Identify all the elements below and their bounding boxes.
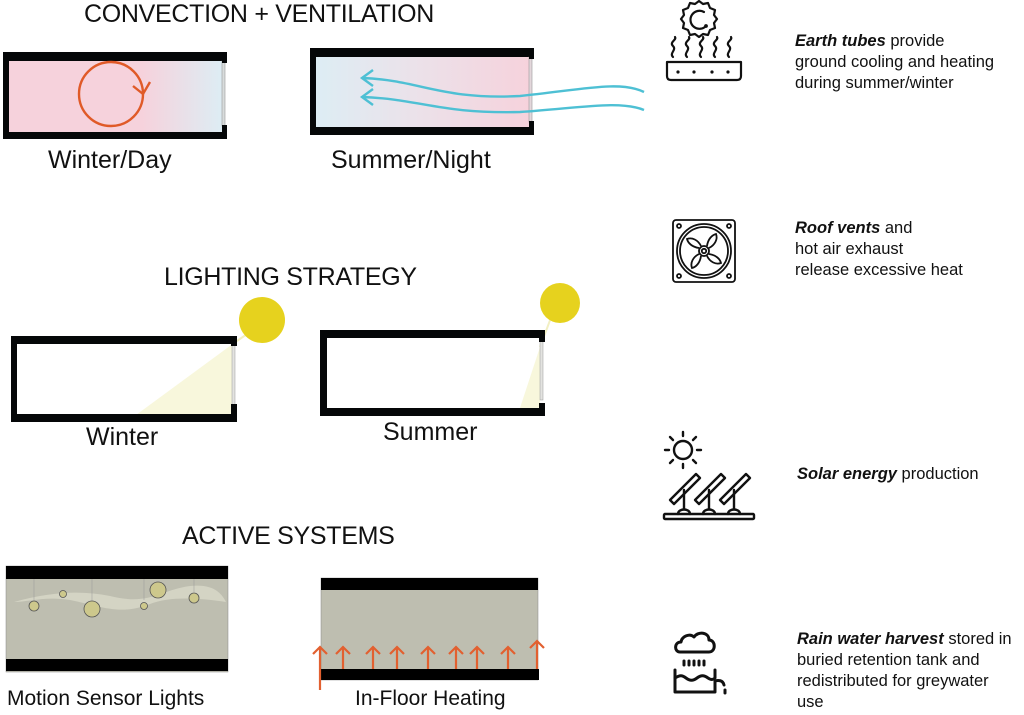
room-interior	[9, 60, 223, 132]
pendant-light	[149, 581, 167, 599]
pendant-light	[83, 600, 101, 618]
heat-arrows	[312, 639, 545, 690]
wall	[539, 330, 545, 342]
heat-arrow	[529, 639, 545, 669]
wall	[6, 566, 228, 579]
feature-title: Rain water harvest	[797, 630, 944, 648]
heat-arrow	[448, 645, 464, 669]
solar-panel-icon	[662, 430, 756, 521]
roof-vents-description: Roof vents and hot air exhaust release e…	[795, 219, 963, 279]
heat-arrow	[420, 645, 436, 669]
wall	[6, 659, 228, 671]
convection-arrowhead	[132, 81, 152, 96]
room-interior	[316, 56, 530, 128]
wall	[529, 48, 534, 59]
wall	[539, 403, 545, 416]
summer-lighting-diagram	[320, 283, 580, 416]
exhaust-fan-icon	[672, 219, 736, 283]
wall	[310, 48, 533, 135]
convection-title: CONVECTION + VENTILATION	[84, 0, 435, 28]
motion-sensor-lights-diagram	[5, 565, 229, 673]
motion-sensor-lights-label: Motion Sensor Lights	[7, 687, 205, 710]
heat-arrow	[335, 645, 351, 669]
pendant-light	[188, 592, 200, 604]
pendant-light	[59, 590, 67, 598]
feature-title: Earth tubes	[795, 32, 886, 50]
wall	[3, 52, 226, 139]
pendant-lights	[28, 581, 200, 618]
rain-harvest-icon	[673, 631, 727, 695]
earth-tube-icon	[665, 0, 743, 82]
winter-lighting-label: Winter	[86, 423, 159, 445]
sunlight-beam	[520, 347, 540, 408]
heat-arrow	[389, 645, 405, 669]
heat-arrow	[500, 645, 516, 669]
heat-arrow	[469, 645, 485, 669]
room-interior	[320, 577, 539, 681]
light-wave	[14, 585, 226, 610]
wall	[222, 52, 227, 63]
wall	[321, 578, 538, 590]
sunlight-beam	[136, 343, 234, 415]
feature-title: Solar energy	[797, 465, 897, 483]
sun	[540, 283, 580, 323]
pendant-light	[140, 602, 148, 610]
wall	[222, 125, 227, 139]
airflow-arrow	[361, 76, 645, 98]
wall	[231, 336, 237, 346]
in-floor-heating-diagram	[312, 577, 545, 690]
airflow-arrow	[361, 95, 645, 114]
lighting-title: LIGHTING STRATEGY	[164, 263, 417, 291]
wall	[529, 121, 534, 135]
summer-night-label: Summer/Night	[331, 146, 491, 174]
sun	[239, 297, 285, 343]
active-systems-title: ACTIVE SYSTEMS	[182, 522, 395, 550]
airflow-arrowhead	[359, 88, 374, 106]
heat-arrow	[312, 645, 328, 690]
winter-day-label: Winter/Day	[48, 146, 172, 174]
winter-day-convection-diagram	[3, 52, 227, 139]
in-floor-heating-label: In-Floor Heating	[355, 687, 506, 710]
room-interior	[5, 565, 229, 673]
feature-title: Roof vents	[795, 219, 881, 237]
winter-lighting-diagram	[11, 297, 285, 422]
wall	[320, 669, 539, 680]
airflow-arrowhead	[359, 69, 374, 87]
pendant-light	[28, 600, 40, 612]
summer-night-ventilation-diagram	[310, 48, 645, 135]
rain-harvest-description: Rain water harvest stored in buried rete…	[797, 630, 1012, 711]
wall	[231, 404, 237, 422]
heat-arrow	[365, 645, 381, 669]
earth-tubes-description: Earth tubes provide ground cooling and h…	[795, 32, 995, 92]
summer-lighting-label: Summer	[383, 418, 478, 446]
solar-energy-description: Solar energy production	[797, 465, 979, 483]
